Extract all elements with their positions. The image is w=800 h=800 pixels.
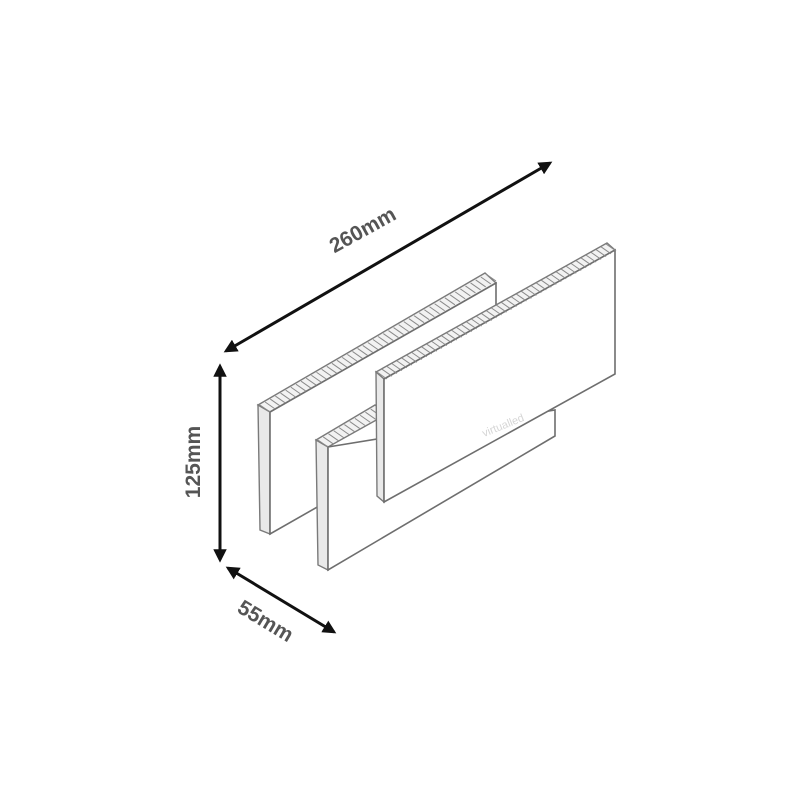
panel-ridge	[401, 357, 413, 366]
panel-ridge	[580, 257, 592, 266]
panel-ridge	[290, 386, 302, 395]
height-label: 125mm	[182, 426, 205, 498]
panel-ridge	[333, 430, 345, 439]
panel-ridge	[600, 246, 612, 255]
panel-ridge	[321, 368, 332, 377]
panel-ridge	[341, 356, 353, 365]
panel-ridge	[411, 352, 423, 360]
panel-ridge	[349, 421, 360, 429]
panel-ridge	[285, 389, 296, 398]
panel-ridge	[264, 401, 276, 410]
panel-ridge	[331, 362, 343, 371]
depth-dimension-line	[225, 566, 337, 634]
panel-ridge	[585, 254, 597, 263]
panel-ridge	[550, 274, 562, 283]
panel-ridge	[311, 374, 322, 383]
panel-ridge	[344, 424, 355, 432]
panel-ridge	[259, 404, 271, 413]
panel-ridge	[280, 392, 291, 401]
panel-ridge	[338, 427, 350, 436]
height-dimension: 125mm	[182, 363, 227, 563]
panel-ridge	[295, 383, 307, 392]
panel-ridge	[354, 417, 366, 426]
panel-right-side	[375, 370, 385, 504]
panel-ridge	[269, 398, 281, 407]
panel-ridge	[595, 249, 607, 257]
panel-ridge	[570, 263, 582, 271]
panel-ridge	[300, 380, 312, 389]
panel-ridge	[352, 350, 363, 359]
length-dimension-line	[223, 161, 553, 353]
panel-ridge	[359, 414, 371, 423]
panel-ridge	[391, 363, 403, 372]
panel-back-left-side	[257, 403, 271, 536]
depth-dimension: 55mm	[225, 566, 337, 647]
panel-ridge	[396, 360, 408, 369]
panel-ridge	[605, 243, 617, 252]
length-label: 260mm	[326, 203, 400, 258]
panel-ridge	[560, 268, 572, 277]
panel-ridge	[322, 436, 334, 445]
panel-ridge	[317, 439, 329, 448]
panel-ridge	[386, 366, 398, 374]
panel-ridge	[565, 265, 577, 274]
panel-front-left-side	[315, 438, 329, 572]
panel-ridge	[347, 353, 358, 362]
panel-ridge	[275, 395, 286, 404]
panel-ridge	[305, 377, 317, 386]
panel-ridge	[381, 368, 393, 377]
panel-ridge	[555, 271, 567, 280]
panel-ridge	[326, 365, 338, 374]
panel-ridge	[575, 260, 587, 269]
panel-ridge	[365, 411, 376, 420]
panel-ridge	[336, 359, 348, 368]
panel-ridge	[316, 371, 327, 380]
panel-ridge	[376, 371, 388, 380]
panel-ridge	[406, 354, 418, 363]
panel-ridge	[328, 433, 339, 442]
panel-ridge	[590, 251, 602, 260]
